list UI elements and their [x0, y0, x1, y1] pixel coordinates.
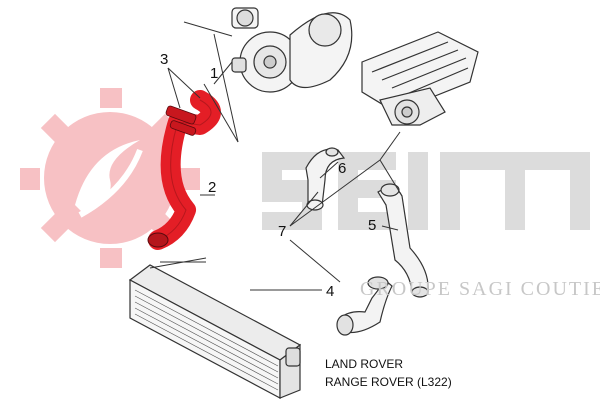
hose-2-highlighted [147, 90, 221, 250]
hose-4-illustration [336, 276, 393, 336]
callout-5: 5 [368, 217, 377, 234]
hose-6-illustration [305, 147, 346, 211]
callout-2: 2 [208, 179, 217, 196]
callout-1: 1 [210, 65, 219, 82]
brand-tagline: GROUPE SAGI COUTIER [360, 278, 600, 300]
callout-3: 3 [160, 51, 169, 68]
callout-4: 4 [326, 283, 335, 300]
hose-5-illustration [377, 183, 429, 298]
turbocharger-illustration [231, 7, 353, 93]
intercooler-illustration [128, 264, 302, 399]
leader-lines [149, 21, 403, 291]
seim-word-logo [262, 152, 590, 230]
callout-6: 6 [338, 160, 347, 177]
callout-7: 7 [278, 223, 287, 240]
vehicle-model: RANGE ROVER (L322) [325, 375, 452, 389]
intake-manifold-illustration [361, 31, 479, 126]
vehicle-make: LAND ROVER [325, 357, 404, 371]
